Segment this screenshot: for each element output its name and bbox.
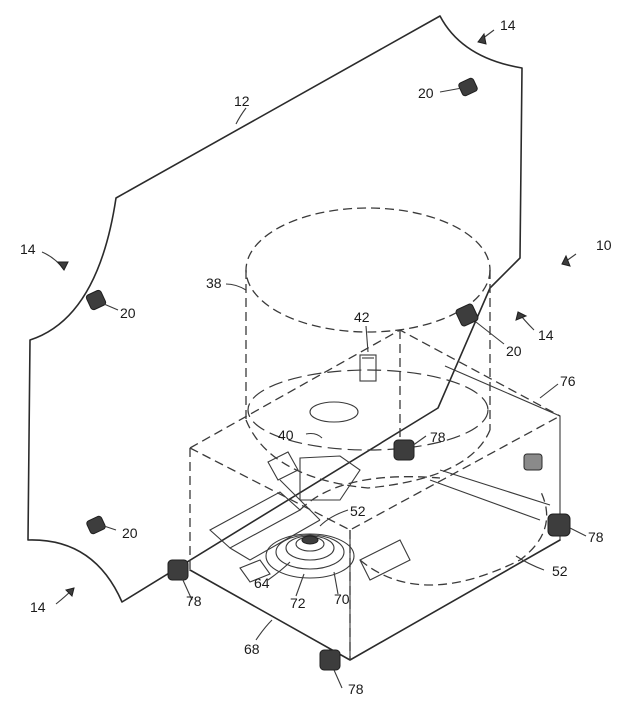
- label-64: 64: [254, 575, 270, 591]
- label-14-bottom: 14: [30, 599, 46, 615]
- label-52-mid: 52: [350, 503, 366, 519]
- arrowheads: [57, 32, 571, 597]
- leader-lines: [41, 29, 587, 689]
- label-52-right: 52: [552, 563, 568, 579]
- label-42: 42: [354, 309, 370, 325]
- mechanism-68: [209, 451, 411, 583]
- label-40: 40: [278, 427, 294, 443]
- mount-78-right: [547, 513, 571, 537]
- label-78-bottom: 78: [348, 681, 364, 697]
- pillar-42: [359, 354, 377, 382]
- mount-78-mid: [393, 439, 415, 461]
- label-10: 10: [596, 237, 612, 253]
- mount-right-upper: [523, 453, 543, 471]
- label-20-top: 20: [418, 85, 434, 101]
- label-72: 72: [290, 595, 306, 611]
- label-14-left: 14: [20, 241, 36, 257]
- label-14-right: 14: [538, 327, 554, 343]
- label-70: 70: [334, 591, 350, 607]
- pad-20-right: [455, 303, 479, 327]
- arc-52-right: [359, 489, 548, 586]
- disc-40: [309, 401, 359, 423]
- pad-20-lower: [86, 515, 106, 535]
- mount-78-bottom: [319, 649, 341, 671]
- label-68: 68: [244, 641, 260, 657]
- pad-20-top: [458, 77, 478, 97]
- label-12: 12: [234, 93, 250, 109]
- arc-52-left: [299, 476, 441, 511]
- label-78-right: 78: [588, 529, 604, 545]
- cylinder-38: [245, 207, 491, 489]
- housing-76: [189, 329, 561, 661]
- label-20-left: 20: [120, 305, 136, 321]
- slot-right: [429, 469, 551, 521]
- panel-outline: [27, 15, 523, 603]
- label-76: 76: [560, 373, 576, 389]
- mount-78-left: [167, 559, 189, 581]
- label-14-top: 14: [500, 17, 516, 33]
- label-20-right: 20: [506, 343, 522, 359]
- label-20-lower: 20: [122, 525, 138, 541]
- label-38: 38: [206, 275, 222, 291]
- label-78-mid: 78: [430, 429, 446, 445]
- pad-20-left: [85, 289, 107, 311]
- label-78-left: 78: [186, 593, 202, 609]
